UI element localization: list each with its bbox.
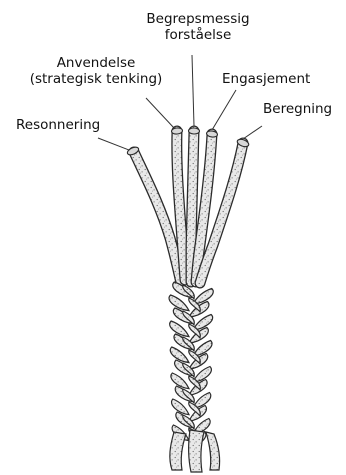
braid (169, 282, 213, 447)
braid-segment-left (171, 373, 189, 389)
braid-segment-left (170, 321, 189, 337)
braid-segment-left (170, 347, 189, 363)
label-anvendelse-line1: Anvendelse (2, 55, 190, 71)
label-begrepsmessig-line1: Begrepsmessig (142, 11, 254, 27)
leader-resonnering (98, 138, 129, 150)
label-beregning: Beregning (263, 101, 332, 117)
label-begrepsmessig: Begrepsmessig forståelse (142, 11, 254, 43)
leader-anvendelse (146, 98, 174, 128)
label-anvendelse-line2: (strategisk tenking) (2, 71, 190, 87)
rope-tail (170, 430, 220, 472)
leader-beregning (243, 126, 262, 139)
label-resonnering: Resonnering (16, 117, 100, 133)
label-engasjement: Engasjement (222, 71, 310, 87)
label-anvendelse: Anvendelse (strategisk tenking) (2, 55, 190, 87)
braid-segment-left (172, 399, 189, 415)
leader-engasjement (212, 90, 236, 130)
braid-segment-left (169, 295, 189, 311)
label-begrepsmessig-line2: forståelse (142, 27, 254, 43)
leader-begrepsmessig (192, 55, 194, 126)
